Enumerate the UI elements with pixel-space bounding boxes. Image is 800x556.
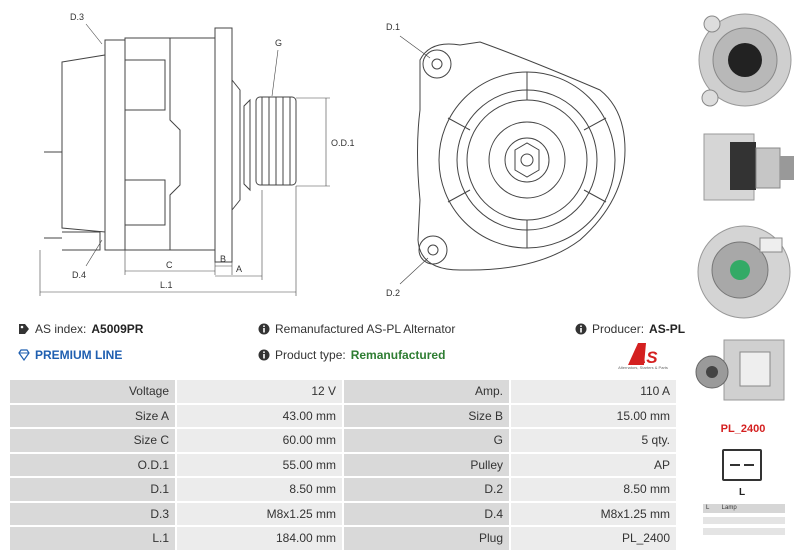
product-photo-rear[interactable] [690,218,800,326]
info-icon [575,323,587,335]
product-title: Remanufactured AS-PL Alternator [275,322,456,336]
spec-label: Size C [10,429,175,452]
label-c: C [166,260,173,270]
label-l1: L.1 [160,280,173,290]
producer-value: AS-PL [649,322,686,336]
spec-label: Size A [10,404,175,427]
label-d4: D.4 [72,270,86,280]
label-d1: D.1 [386,22,400,32]
spec-value: 60.00 mm [177,429,342,452]
spec-label: G [344,429,509,452]
premium-line-row: PREMIUM LINE [18,348,122,362]
spec-label: Pulley [344,453,509,476]
product-type-row: Product type: Remanufactured [258,348,445,362]
pin-legend-row: L Lamp [703,504,785,513]
logo-tagline: Alternators, Starters & Parts [618,365,668,370]
product-photo-front[interactable] [690,4,800,116]
spec-value: 43.00 mm [177,404,342,427]
pin-legend-blank [703,528,785,535]
spec-value: PL_2400 [511,527,676,550]
spec-value: AP [511,453,676,476]
as-index-label: AS index: [35,322,87,336]
plug-connector-icon [722,449,762,481]
spec-value: 5 qty. [511,429,676,452]
pin-desc: Lamp [721,505,737,511]
spec-label: D.4 [344,502,509,525]
producer-label: Producer: [592,322,645,336]
spec-label: D.2 [344,478,509,501]
logo-mark: AS [633,348,658,367]
spec-value: 55.00 mm [177,453,342,476]
product-photo-side[interactable] [690,114,800,218]
label-b: B [220,254,226,264]
as-logo: AS [628,343,658,367]
info-icon [258,349,270,361]
spec-label: Voltage [10,380,175,403]
plug-code: PL_2400 [720,423,766,435]
spec-value: M8x1.25 mm [177,502,342,525]
pin-code: L [706,505,710,511]
plug-letter: L [738,487,746,498]
spec-label: Amp. [344,380,509,403]
spec-label: L.1 [10,527,175,550]
info-icon [258,323,270,335]
spec-value: 15.00 mm [511,404,676,427]
label-od1: O.D.1 [331,138,355,148]
premium-line-label: PREMIUM LINE [35,348,123,362]
spec-value: 110 A [511,380,676,403]
product-type-value: Remanufactured [350,348,446,362]
spec-label: Plug [344,527,509,550]
title-row: Remanufactured AS-PL Alternator [258,322,455,336]
product-photo-angle[interactable] [690,326,800,414]
spec-label: D.3 [10,502,175,525]
label-d2: D.2 [386,288,400,298]
spec-label: D.1 [10,478,175,501]
spec-label: Size B [344,404,509,427]
as-index-row: AS index: A5009PR [18,322,143,336]
technical-drawing: D.3 G O.D.1 D.4 C B A L.1 D.1 D.2 [39,12,626,298]
diamond-icon [18,349,30,361]
spec-value: 184.00 mm [177,527,342,550]
product-type-label: Product type: [275,348,346,362]
label-g: G [275,38,282,48]
tag-icon [19,324,29,334]
spec-value: M8x1.25 mm [511,502,676,525]
label-d3: D.3 [70,12,84,22]
spec-value: 12 V [177,380,342,403]
spec-label: O.D.1 [10,453,175,476]
label-a: A [236,264,242,274]
as-index-value: A5009PR [91,322,144,336]
spec-value: 8.50 mm [511,478,676,501]
producer-row: Producer: AS-PL [575,322,685,336]
spec-value: 8.50 mm [177,478,342,501]
pin-legend-blank [703,517,785,524]
